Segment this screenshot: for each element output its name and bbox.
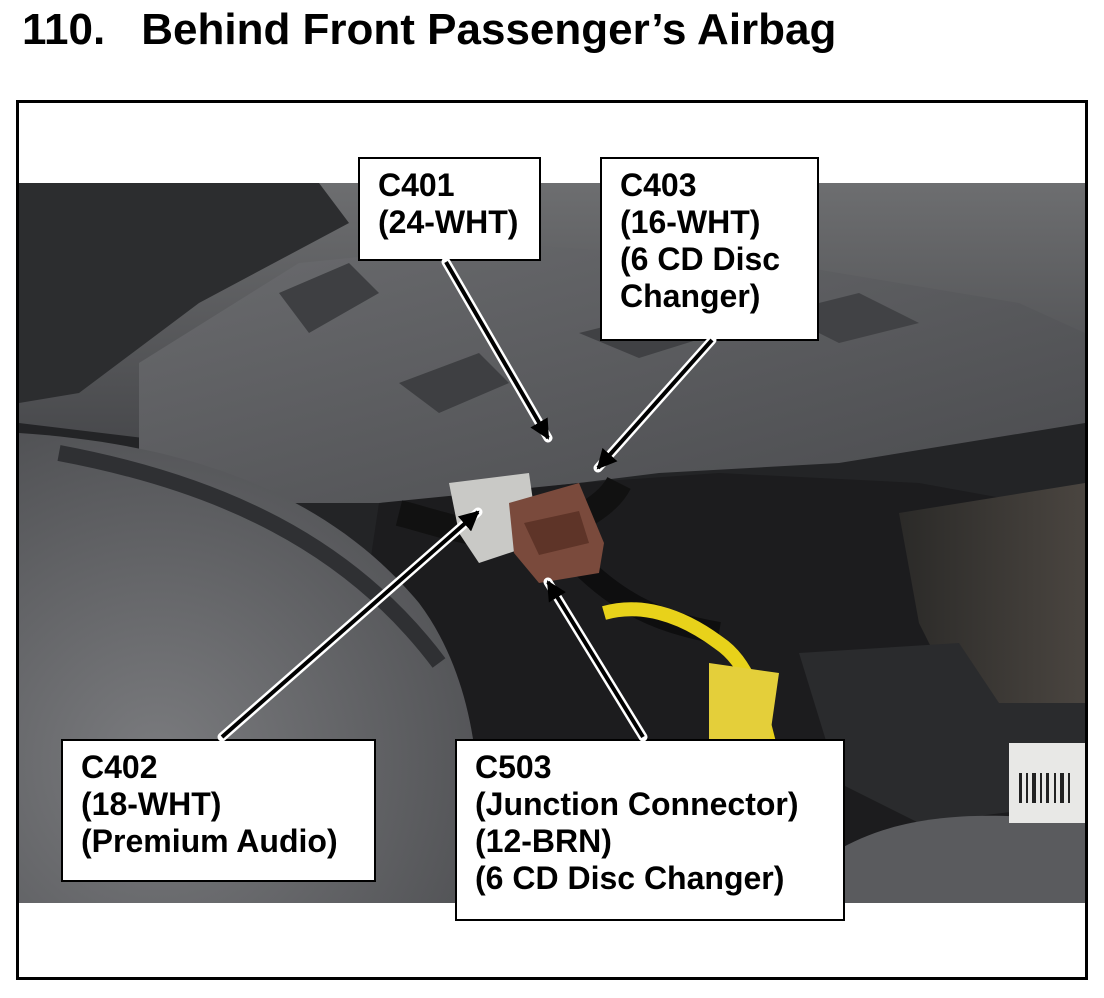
page-number: 110. [22, 5, 106, 54]
callout-c403-line: (16-WHT) [620, 204, 761, 240]
callout-c401-line: (24-WHT) [378, 204, 519, 240]
callout-c401: C401 (24-WHT) [358, 157, 541, 261]
callout-c403-line: C403 [620, 167, 697, 203]
callout-c503: C503 (Junction Connector) (12-BRN) (6 CD… [455, 739, 845, 921]
callout-c402-line: C402 [81, 749, 158, 785]
figure-frame: C401 (24-WHT) C403 (16-WHT) (6 CD Disc C… [16, 100, 1088, 980]
callout-c402: C402 (18-WHT) (Premium Audio) [61, 739, 376, 882]
callout-c401-line: C401 [378, 167, 455, 203]
callout-c402-line: (18-WHT) [81, 786, 222, 822]
callout-c403-line: Changer) [620, 278, 761, 314]
callout-c403: C403 (16-WHT) (6 CD Disc Changer) [600, 157, 819, 341]
callout-c503-line: (Junction Connector) [475, 786, 799, 822]
callout-c503-line: (6 CD Disc Changer) [475, 860, 785, 896]
callout-c503-line: C503 [475, 749, 552, 785]
page-heading: Behind Front Passenger’s Airbag [141, 5, 837, 54]
callout-c402-line: (Premium Audio) [81, 823, 338, 859]
callout-c403-line: (6 CD Disc [620, 241, 781, 277]
insulation [899, 483, 1085, 743]
callout-c503-line: (12-BRN) [475, 823, 612, 859]
page-title: 110. Behind Front Passenger’s Airbag [22, 0, 836, 60]
